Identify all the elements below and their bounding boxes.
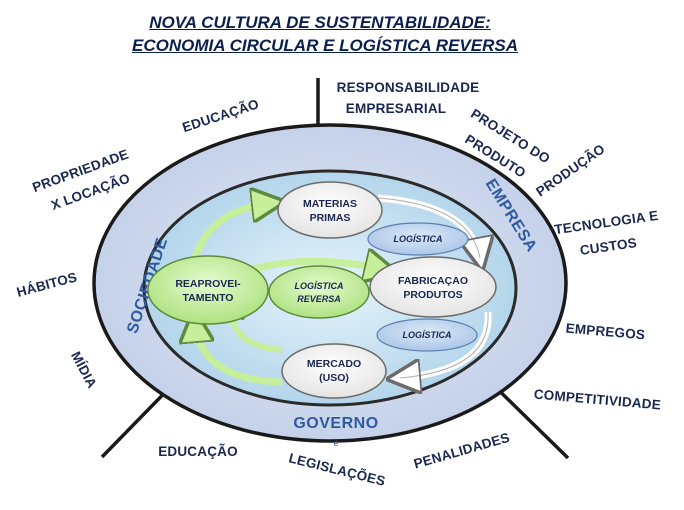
node-logistica-top: [367, 222, 469, 256]
node-fabricacao-label-2: PRODUTOS: [403, 289, 462, 301]
node-mercado-uso: [281, 343, 387, 399]
node-mercado-label-2: (USO): [319, 372, 349, 384]
arrow-reaprov-to-materias: [191, 203, 272, 260]
node-materias-label-1: MATERIAS: [303, 198, 357, 210]
node-logistica-bottom: [376, 318, 478, 352]
node-reaprov-label-2: TAMENTO: [183, 292, 234, 304]
label-habitos: HÁBITOS: [15, 269, 79, 300]
node-center-label-2: REVERSA: [297, 294, 341, 304]
label-tecnologia-2: CUSTOS: [579, 235, 638, 258]
node-materias-label-2: PRIMAS: [310, 212, 351, 224]
node-logistica-top-label: LOGÍSTICA: [394, 234, 443, 244]
node-reaprov-label-1: REAPROVEI-: [175, 278, 241, 290]
node-materias-primas: [277, 181, 383, 239]
arrow-mercado-to-reaprov: [195, 322, 283, 386]
label-educacao-bottom: EDUCAÇÃO: [158, 444, 238, 459]
label-competitividade: COMPETITIVIDADE: [533, 386, 661, 412]
governo-mark: e: [333, 438, 338, 448]
label-educacao-top: EDUCAÇÃO: [180, 96, 260, 135]
label-legislacoes: LEGISLAÇÕES: [287, 450, 387, 488]
node-reaproveitamento: [147, 255, 269, 325]
node-fabricacao-produtos: [369, 256, 497, 318]
label-tecnologia-1: TECNOLOGIA E: [554, 208, 660, 237]
label-empregos: EMPREGOS: [565, 321, 646, 343]
label-midia: MÍDIA: [68, 349, 100, 391]
diagram-title-line-1: NOVA CULTURA DE SUSTENTABILIDADE:: [149, 13, 491, 32]
node-fabricacao-label-1: FABRICAÇAO: [398, 275, 468, 287]
diagram-title-line-2: ECONOMIA CIRCULAR E LOGÍSTICA REVERSA: [132, 36, 518, 55]
node-logistica-bottom-label: LOGÍSTICA: [403, 330, 452, 340]
node-logistica-reversa: [268, 265, 370, 319]
label-responsabilidade-2: EMPRESARIAL: [346, 101, 446, 116]
label-penalidades: PENALIDADES: [412, 430, 511, 472]
label-responsabilidade-1: RESPONSABILIDADE: [337, 80, 480, 95]
node-center-label-1: LOGÍSTICA: [295, 281, 344, 291]
node-mercado-label-1: MERCADO: [307, 358, 361, 370]
sector-governo: GOVERNO: [293, 415, 378, 432]
